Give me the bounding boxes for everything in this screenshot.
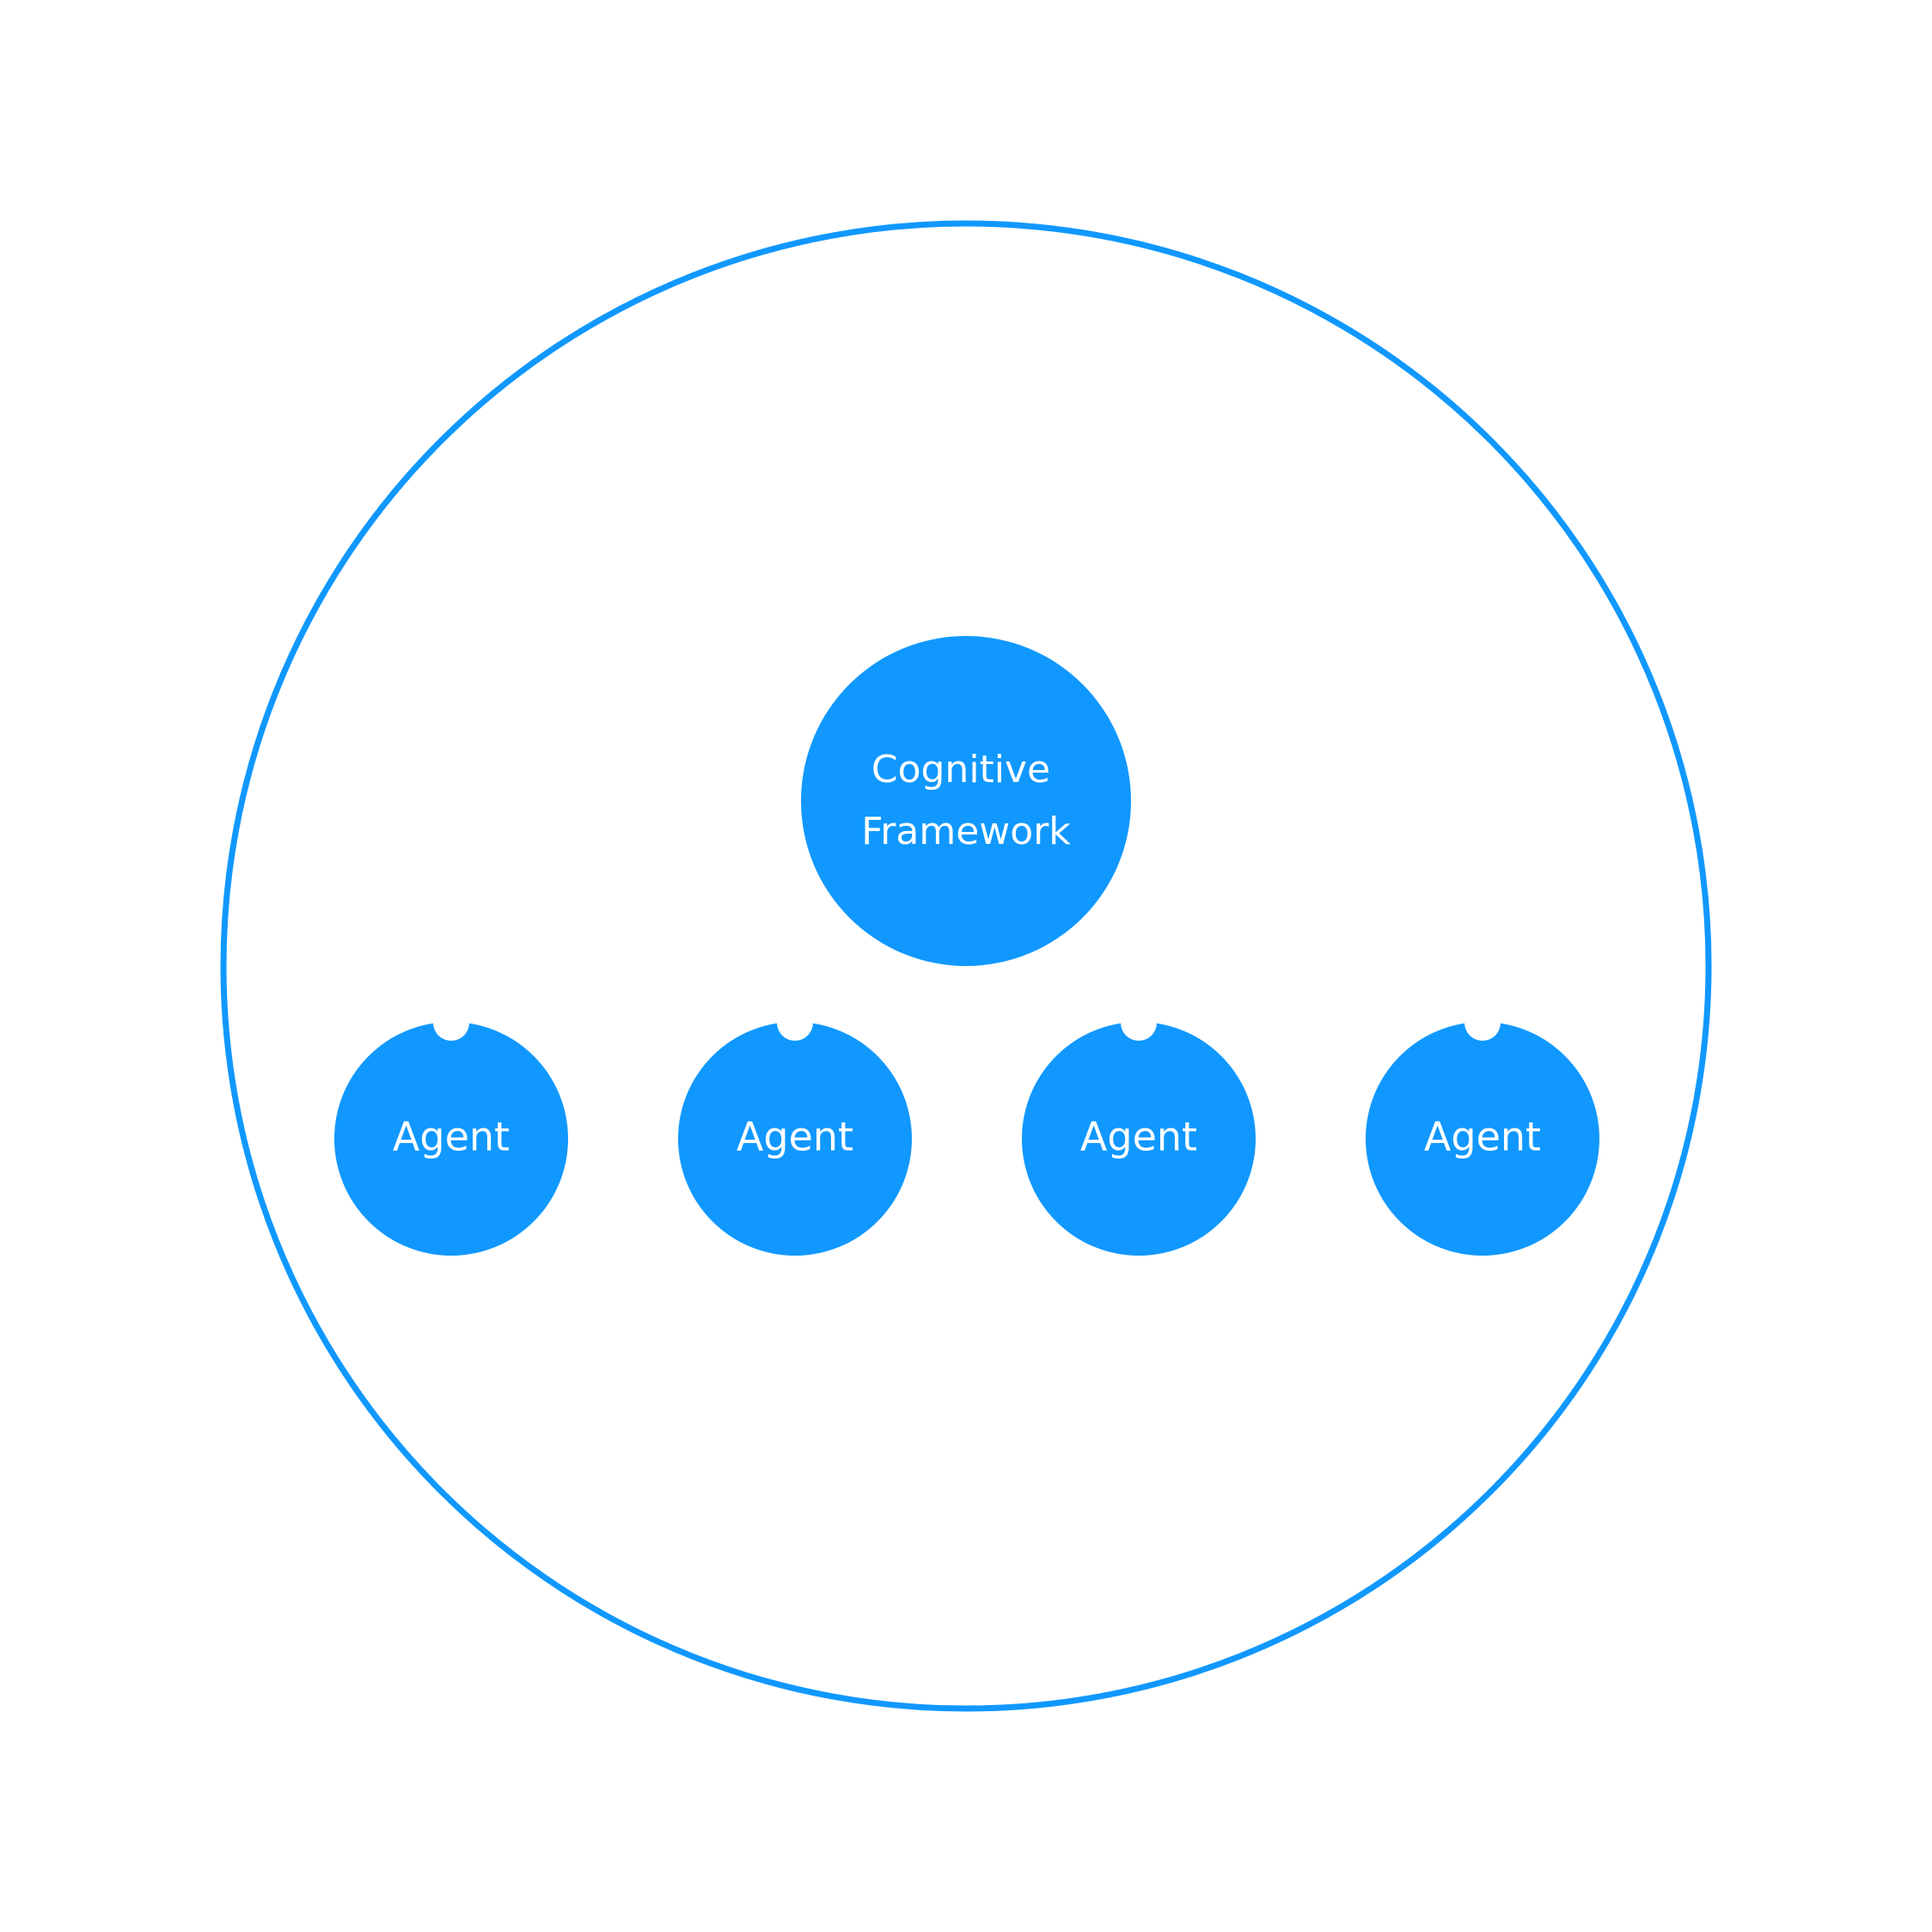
outer-boundary-ring <box>220 220 1712 1712</box>
cognitive-framework-node[interactable]: Cognitive Framework <box>801 636 1131 966</box>
agent-node[interactable]: Agent <box>678 1022 912 1256</box>
agent-circle <box>334 1022 568 1256</box>
agent-node[interactable]: Agent <box>334 1022 568 1256</box>
cognitive-framework-label-line1: Cognitive <box>871 748 1050 792</box>
agent-node[interactable]: Agent <box>1366 1022 1599 1256</box>
agent-label: Agent <box>737 1114 853 1160</box>
agent-label: Agent <box>1080 1114 1197 1160</box>
cognitive-framework-circle <box>801 636 1131 966</box>
agent-label: Agent <box>393 1114 510 1160</box>
agent-circle <box>1366 1022 1599 1256</box>
agent-node[interactable]: Agent <box>1022 1022 1256 1256</box>
cognitive-framework-label-line2: Framework <box>861 810 1071 853</box>
agent-circle <box>1022 1022 1256 1256</box>
agent-circle <box>678 1022 912 1256</box>
agent-label: Agent <box>1424 1114 1541 1160</box>
